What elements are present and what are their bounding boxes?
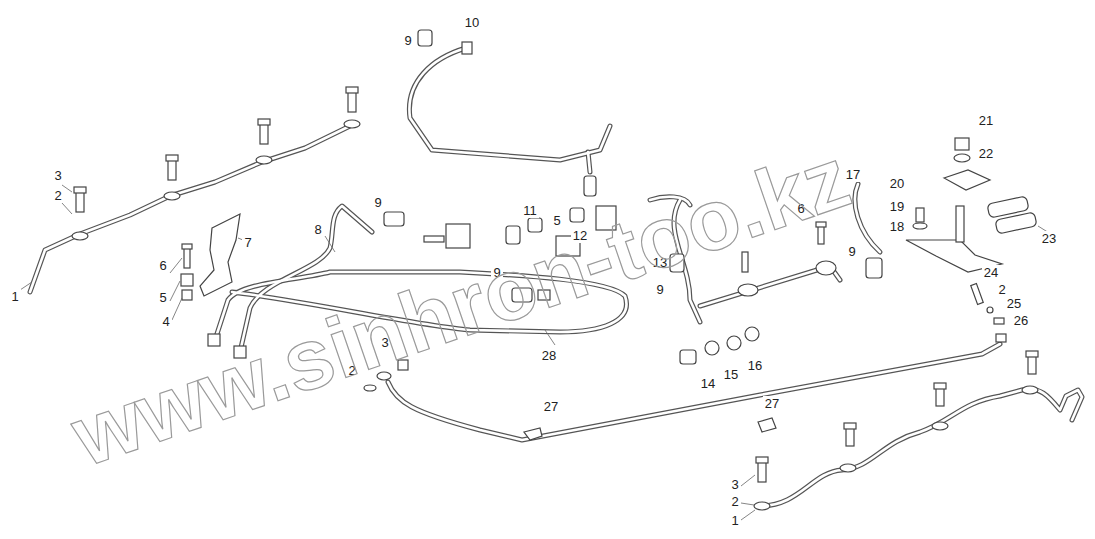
callout-number: 10: [463, 15, 481, 30]
callout-number: 18: [888, 219, 906, 234]
callout-number: 16: [746, 358, 764, 373]
callout-number: 21: [977, 113, 995, 128]
callout-number: 11: [521, 203, 539, 218]
callout-number: 23: [1040, 231, 1058, 246]
callout-number: 9: [402, 33, 413, 48]
callout-number: 2: [729, 494, 740, 509]
callout-number: 4: [160, 314, 171, 329]
callout-number: 2: [52, 188, 63, 203]
callout-number: 19: [888, 199, 906, 214]
callout-number: 6: [157, 258, 168, 273]
callout-number: 3: [729, 477, 740, 492]
callout-number: 22: [977, 146, 995, 161]
callout-number: 20: [888, 176, 906, 191]
callout-number: 1: [9, 289, 20, 304]
callout-number: 9: [846, 244, 857, 259]
callout-number: 9: [372, 195, 383, 210]
callout-number: 2: [996, 282, 1007, 297]
callout-number: 15: [722, 367, 740, 382]
callout-number: 3: [52, 168, 63, 183]
callout-number: 7: [242, 235, 253, 250]
callout-number: 27: [763, 396, 781, 411]
callout-number: 27: [542, 399, 560, 414]
callout-number: 28: [540, 348, 558, 363]
callout-number: 26: [1012, 313, 1030, 328]
callout-number: 5: [157, 290, 168, 305]
callout-number: 1: [729, 513, 740, 528]
callout-number: 25: [1005, 296, 1023, 311]
callout-number: 8: [312, 222, 323, 237]
callout-number: 14: [699, 376, 717, 391]
callout-number: 24: [982, 265, 1000, 280]
watermark: www.sinhron-too.kz: [62, 133, 859, 479]
